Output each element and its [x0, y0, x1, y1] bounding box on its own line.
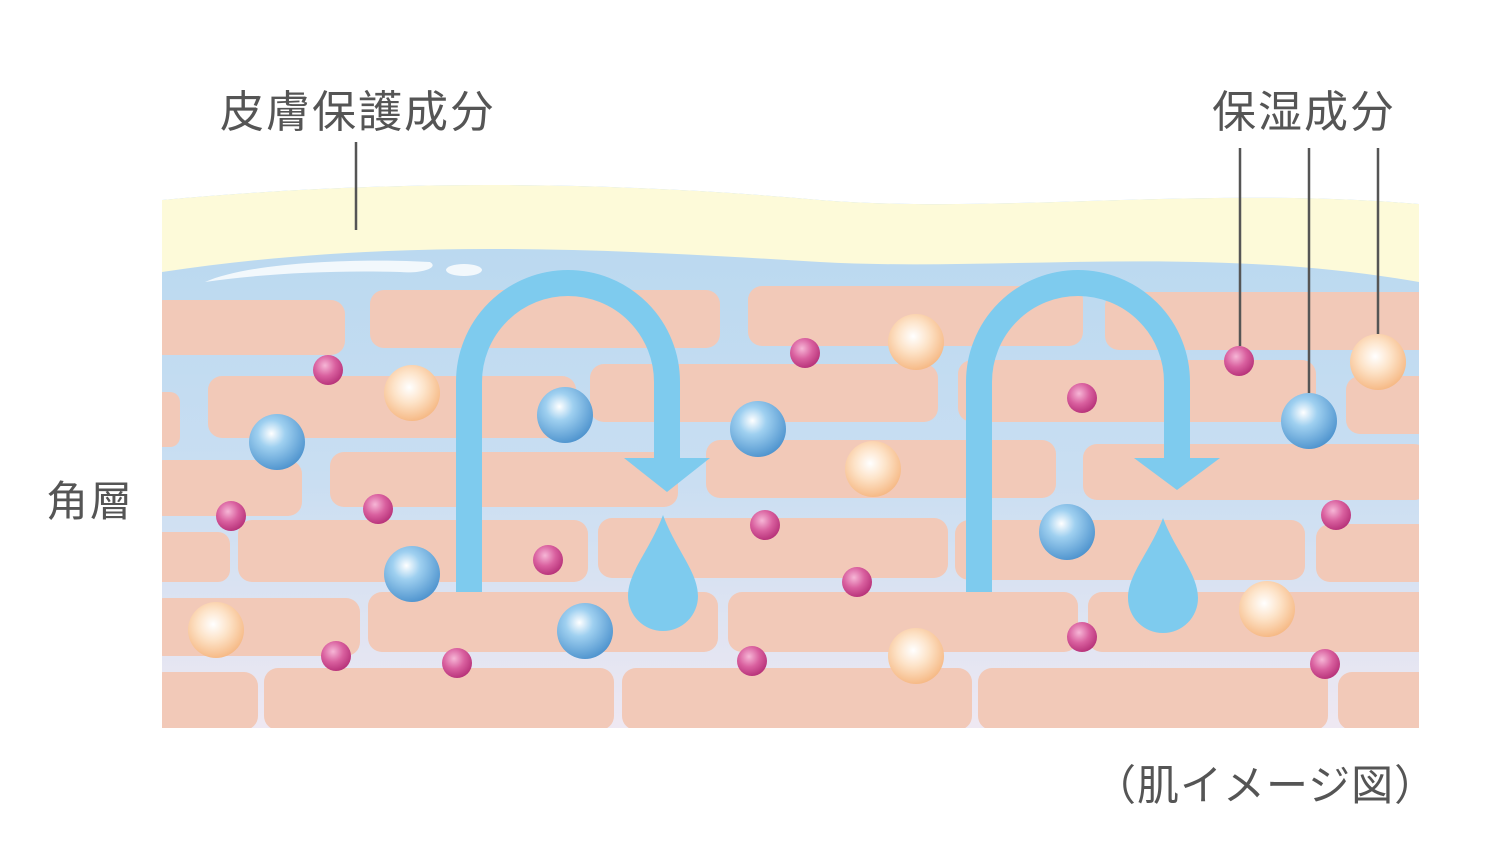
orange-particles [188, 314, 1406, 684]
water-drop-icon [628, 515, 698, 631]
highlight [446, 264, 482, 276]
magenta-particles [216, 338, 1351, 679]
protective-component-label: 皮膚保護成分 [220, 87, 496, 138]
moisturizing-component-label: 保湿成分 [1212, 87, 1396, 138]
leader-lines [354, 142, 1380, 393]
arrow-head-left-icon [624, 458, 710, 492]
blue-particles [249, 387, 1337, 659]
arrow-head-right-icon [1134, 458, 1220, 490]
water-drop-icon [1128, 518, 1198, 633]
highlight [205, 260, 433, 282]
protective-layer [162, 184, 1419, 282]
curved-arrow-right [966, 270, 1190, 592]
diagram-caption: （肌イメージ図） [1094, 761, 1438, 810]
stratum-corneum-label: 角層 [46, 477, 135, 526]
moisture-arrows [456, 270, 1190, 592]
curved-arrow-left [456, 270, 680, 592]
